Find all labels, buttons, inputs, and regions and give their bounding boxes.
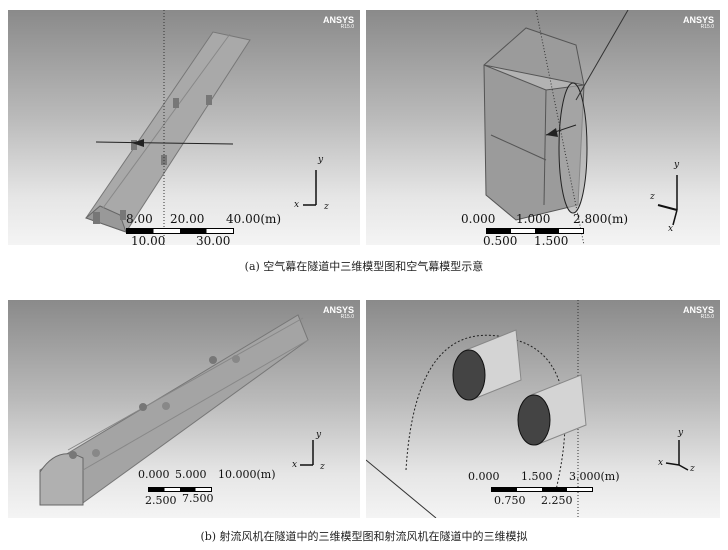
scale-label: 0.000 <box>461 212 496 226</box>
air-curtain-graphic <box>483 10 678 245</box>
scale-label: 2.800(m) <box>573 212 629 226</box>
scale-bar <box>486 228 584 234</box>
scale-label: 0.000 <box>138 468 170 481</box>
scale-label: 0.000 <box>468 470 500 483</box>
scale-bar <box>126 228 234 234</box>
scale-label: 30.00 <box>196 234 231 245</box>
axis-y-label: y <box>678 428 684 438</box>
scale-label: 7.500 <box>182 492 214 505</box>
scale-label: 10.00 <box>131 234 166 245</box>
axis-x-label: x <box>668 224 674 234</box>
axis-x-label: x <box>294 200 300 210</box>
scale-label: 10.000(m) <box>218 468 276 481</box>
scale-label: 0.750 <box>494 494 526 507</box>
scale-label: 0.500 <box>483 234 518 245</box>
scale-label: 40.00(m) <box>226 212 282 226</box>
caption-b: (b) 射流风机在隧道中的三维模型图和射流风机在隧道中的三维模拟 <box>200 530 528 543</box>
scale-label: 3.000(m) <box>569 470 620 483</box>
axis-y-label: y <box>674 160 680 170</box>
tunnel-model-graphic <box>85 10 317 245</box>
scale-label: 1.500 <box>521 470 553 483</box>
jet-fan-graphic <box>366 300 689 518</box>
axis-y-label: y <box>316 430 322 440</box>
scale-label: 1.000 <box>516 212 551 226</box>
caption-a: (a) 空气幕在隧道中三维模型图和空气幕模型示意 <box>244 260 484 273</box>
axis-z-label: z <box>324 202 329 212</box>
scale-label: 20.00 <box>170 212 205 226</box>
scale-label: 2.250 <box>541 494 573 507</box>
axis-x-label: x <box>292 460 298 470</box>
scale-bar <box>148 487 212 492</box>
jet-fan-tunnel-graphic <box>39 314 314 506</box>
scale-label: 1.500 <box>534 234 569 245</box>
axis-z-label: z <box>320 462 325 472</box>
scale-label: 8.00 <box>126 212 153 226</box>
axis-x-label: x <box>658 458 664 468</box>
axis-z-label: z <box>690 464 695 474</box>
axis-z-label: z <box>650 192 655 202</box>
axis-y-label: y <box>318 155 324 165</box>
scale-label: 5.000 <box>175 468 207 481</box>
scale-bar <box>491 487 593 492</box>
scale-label: 2.500 <box>145 494 177 507</box>
